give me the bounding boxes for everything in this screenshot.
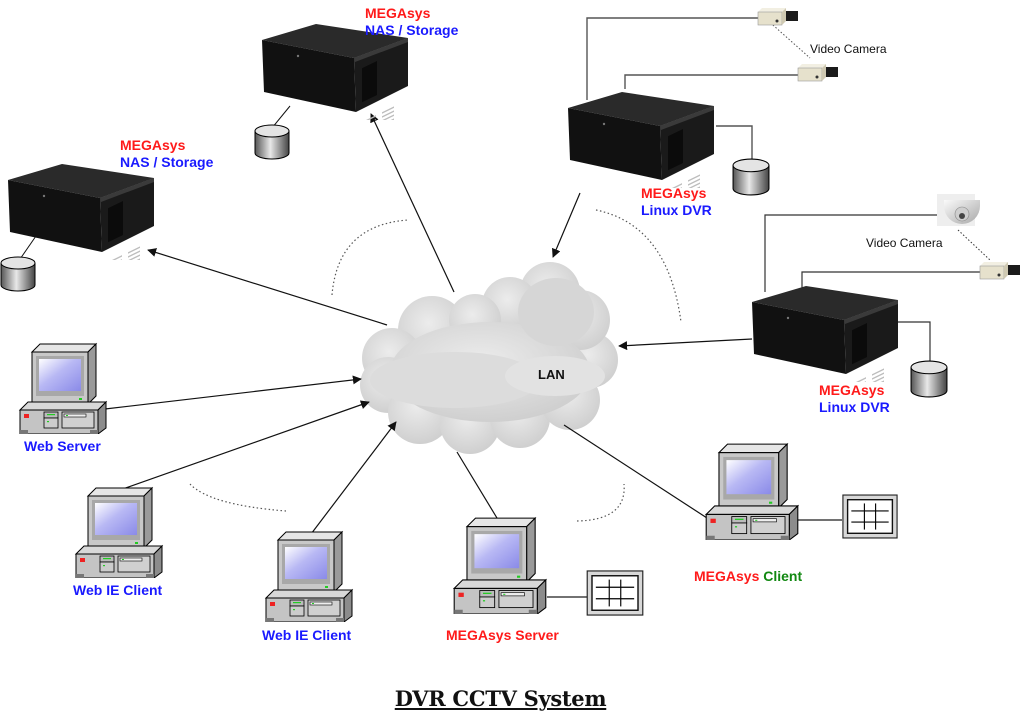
- dvr-right-disk-icon: [910, 360, 948, 398]
- multiview-monitor-client: [842, 494, 898, 539]
- lan-cloud: [360, 262, 618, 454]
- dvr-top-brand: MEGAsys: [641, 185, 707, 201]
- megasys-server-pc: [453, 517, 547, 614]
- dotted-arc-lower-left: [189, 483, 287, 512]
- megasys-client-brand: MEGAsys: [694, 568, 760, 584]
- dotted-arc-upper-right: [595, 209, 682, 323]
- link-megasys-server-to-lan: [456, 451, 501, 524]
- lan-label: LAN: [538, 367, 565, 382]
- nas-top-brand: MEGAsys: [365, 5, 431, 21]
- video-camera-icon-1: [757, 7, 799, 26]
- megasys-server-label: MEGAsys Server: [446, 627, 559, 643]
- web-ie-client-2-label: Web IE Client: [262, 627, 352, 643]
- monitor-links: [547, 519, 842, 598]
- connections: [104, 113, 753, 539]
- nas-left-disk-icon: [0, 256, 36, 292]
- web-ie-client-1-label: Web IE Client: [73, 582, 163, 598]
- camera-cabling-top: [586, 17, 811, 160]
- dvr-top-type: Linux DVR: [641, 202, 712, 218]
- dvr-right-type: Linux DVR: [819, 399, 890, 415]
- dotted-arc-upper-left: [331, 219, 409, 296]
- dvr-top-label: MEGAsys Linux DVR: [641, 185, 712, 219]
- megasys-client-pc: [705, 443, 799, 540]
- dome-camera-icon: [937, 194, 980, 226]
- dvr-right-label: MEGAsys Linux DVR: [819, 382, 890, 416]
- dotted-arc-lower-right: [576, 483, 625, 522]
- nas-left-type: NAS / Storage: [120, 154, 214, 170]
- video-camera-label-right: Video Camera: [866, 236, 943, 250]
- video-camera-icon-2: [797, 63, 839, 82]
- web-ie-client-pc-2: [265, 531, 353, 622]
- link-web-client-1-to-lan: [119, 400, 370, 491]
- megasys-client-type: Client: [763, 568, 803, 584]
- megasys-client-label: MEGAsys Client: [694, 568, 802, 585]
- link-dvr-right-to-lan: [618, 338, 753, 351]
- nas-top-disk-icon: [254, 124, 290, 160]
- multiview-monitor-server: [586, 570, 644, 616]
- dvr-top-disk-icon: [732, 158, 770, 196]
- camera-cabling-right: [764, 214, 991, 362]
- wireless-arcs: [189, 209, 682, 522]
- link-megasys-client-to-lan: [563, 424, 708, 519]
- link-dvr-top-to-lan: [552, 192, 581, 258]
- web-server-label: Web Server: [24, 438, 101, 454]
- link-web-server-to-lan: [104, 375, 362, 410]
- dvr-right-brand: MEGAsys: [819, 382, 885, 398]
- video-camera-icon-3: [979, 261, 1021, 280]
- nas-left-brand: MEGAsys: [120, 137, 186, 153]
- nas-left-label: MEGAsys NAS / Storage: [120, 137, 213, 171]
- link-lan-to-nas-top: [370, 113, 455, 293]
- nas-top-label: MEGAsys NAS / Storage: [365, 5, 458, 39]
- nas-top-type: NAS / Storage: [365, 22, 459, 38]
- video-camera-label-top: Video Camera: [810, 42, 887, 56]
- link-lan-to-nas-left: [147, 248, 388, 326]
- web-ie-client-pc-1: [75, 487, 163, 578]
- link-web-client-2-to-lan: [307, 421, 397, 539]
- web-server-pc: [19, 343, 107, 434]
- diagram-title: DVR CCTV System: [394, 686, 607, 711]
